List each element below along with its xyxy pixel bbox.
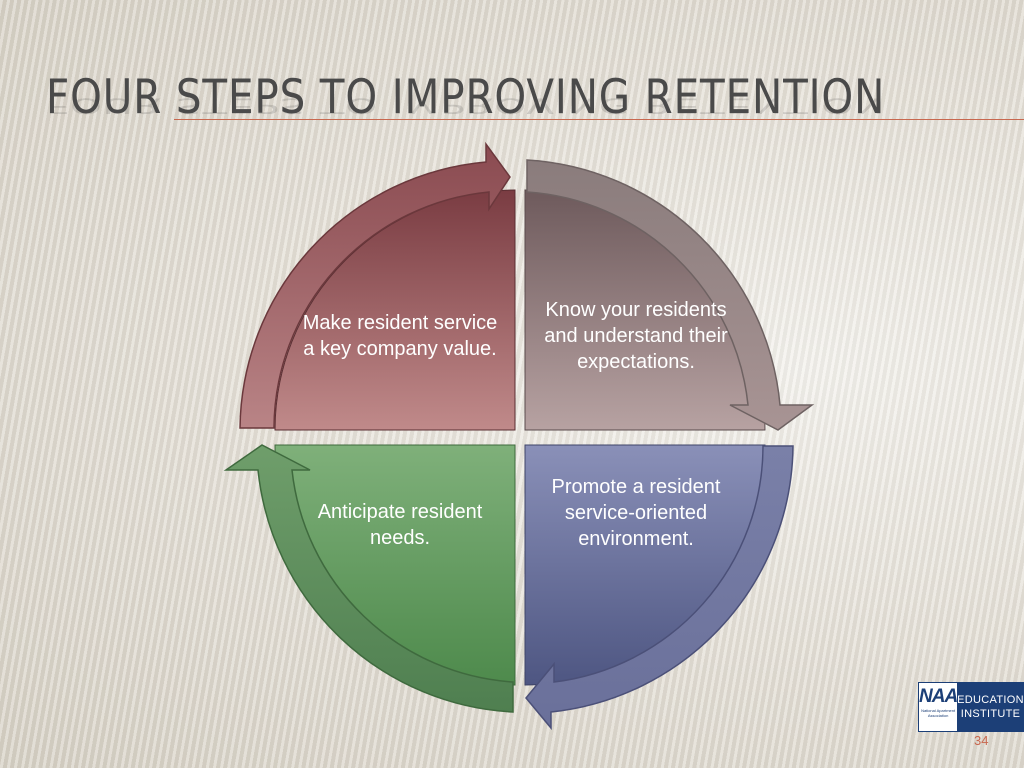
arrow-bottom-right <box>525 445 794 731</box>
logo-line-institute: Institute <box>960 708 1021 720</box>
naa-logo-mark: NAA National Apartment Association <box>919 683 958 731</box>
education-institute-block: Education Institute <box>957 683 1024 731</box>
arrow-top-left <box>239 141 511 429</box>
arrow-bottom-left <box>223 444 514 713</box>
step-make-resident-service-value: Make resident service a key company valu… <box>302 312 498 360</box>
logo-line-education: Education <box>957 694 1024 706</box>
step-anticipate-needs: Anticipate resident needs. <box>317 501 483 549</box>
page-number: 34 <box>974 733 989 748</box>
naa-logo-text: NAA <box>919 686 958 707</box>
title-rule <box>174 119 1024 120</box>
slide-title: Four Steps to Improving Retention <box>46 70 886 125</box>
naa-logo-subtext: National Apartment Association <box>921 708 956 718</box>
step-promote-environment: Promote a resident service-oriented envi… <box>551 476 721 550</box>
naa-education-institute-logo: NAA National Apartment Association Educa… <box>918 682 1024 732</box>
step-know-your-residents: Know your residents and understand their… <box>544 299 728 373</box>
arrow-top-right <box>526 159 815 431</box>
